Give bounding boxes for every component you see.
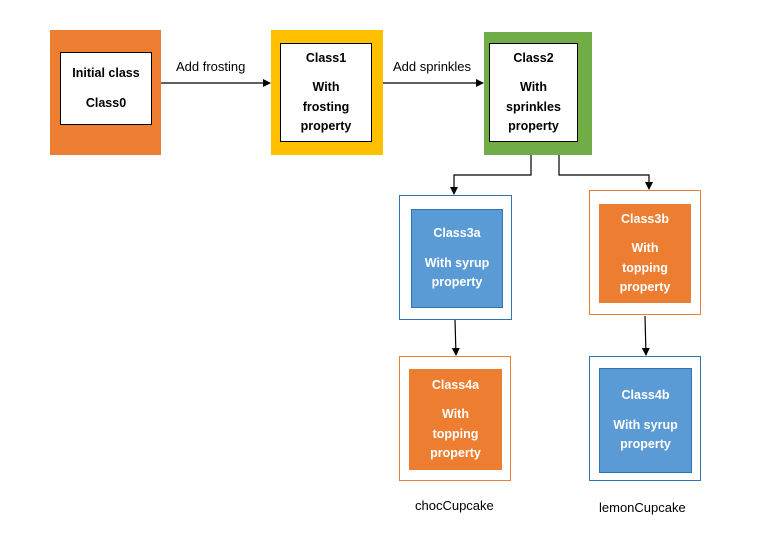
- node-class1-card: Class1 With frosting property: [280, 43, 372, 142]
- node-body: With sprinkles property: [506, 80, 561, 133]
- arrow-class2-to-class3b: [558, 155, 653, 190]
- node-class4b-card: Class4b With syrup property: [599, 368, 692, 473]
- caption-lemon-cupcake: lemonCupcake: [599, 500, 686, 515]
- arrow-class2-to-class3a: [450, 155, 532, 195]
- node-title: Class1: [305, 50, 347, 65]
- node-class3b: Class3b With topping property: [589, 190, 701, 315]
- node-title: Class2: [513, 50, 554, 65]
- node-class2-card: Class2 With sprinkles property: [489, 43, 578, 142]
- node-title: Initial class: [72, 66, 140, 81]
- edge-label-add-sprinkles: Add sprinkles: [393, 59, 472, 74]
- node-title: Class4b: [621, 388, 670, 403]
- node-body: With syrup property: [613, 417, 678, 452]
- node-body: With frosting property: [300, 80, 352, 133]
- node-class4a-card: Class4a With topping property: [409, 369, 502, 470]
- caption-choc-cupcake: chocCupcake: [415, 498, 494, 513]
- node-body: Class0: [85, 95, 127, 110]
- arrow-class3a-to-class4a: [451, 319, 460, 356]
- node-body: With topping property: [430, 407, 481, 460]
- node-class3a: Class3a With syrup property: [399, 195, 512, 320]
- node-class0-card: Initial class Class0: [60, 52, 152, 125]
- arrow-class3b-to-class4b: [641, 315, 650, 356]
- node-body: With syrup property: [424, 255, 490, 290]
- edge-label-add-frosting: Add frosting: [176, 59, 246, 74]
- node-class3b-card: Class3b With topping property: [599, 204, 691, 303]
- node-class3a-card: Class3a With syrup property: [411, 209, 503, 308]
- node-class4b: Class4b With syrup property: [589, 356, 701, 481]
- node-title: Class3b: [621, 211, 669, 226]
- node-class4a: Class4a With topping property: [399, 356, 511, 481]
- node-body: With topping property: [619, 241, 671, 294]
- node-class1: Class1 With frosting property: [271, 30, 383, 155]
- node-class0: Initial class Class0: [50, 30, 161, 155]
- node-title: Class4a: [431, 377, 480, 392]
- node-title: Class3a: [433, 226, 481, 241]
- node-class2: Class2 With sprinkles property: [484, 32, 592, 155]
